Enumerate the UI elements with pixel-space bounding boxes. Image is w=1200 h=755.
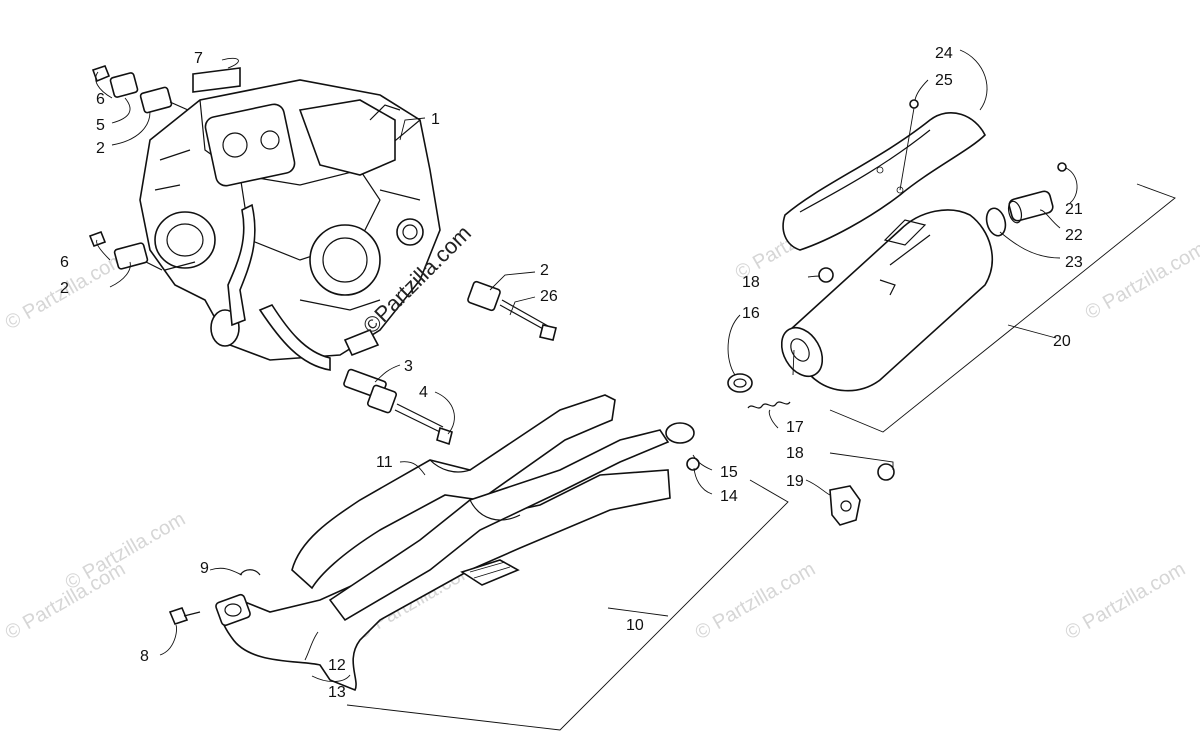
callout-1: 1 — [431, 111, 440, 128]
callout-4: 4 — [419, 384, 428, 401]
callout-7: 7 — [194, 50, 203, 67]
decal — [193, 68, 240, 92]
callout-6: 6 — [96, 91, 105, 108]
callout-16: 16 — [742, 305, 760, 322]
watermark-tile: © Partzilla.com — [1062, 558, 1190, 644]
watermark-tile: © Partzilla.com — [1082, 238, 1200, 324]
callout-2: 2 — [60, 280, 69, 297]
callout-8: 8 — [140, 648, 149, 665]
callout-18: 18 — [786, 445, 804, 462]
callout-25: 25 — [935, 72, 953, 89]
callout-21: 21 — [1065, 201, 1083, 218]
callout-17: 17 — [786, 419, 804, 436]
callout-15: 15 — [720, 464, 738, 481]
callout-23: 23 — [1065, 254, 1083, 271]
watermark-tile: © Partzilla.com — [692, 558, 820, 644]
callout-11: 11 — [376, 454, 393, 471]
callout-2: 2 — [96, 140, 105, 157]
callout-24: 24 — [935, 45, 953, 62]
callout-18: 18 — [742, 274, 760, 291]
callout-13: 13 — [328, 684, 346, 701]
callout-22: 22 — [1065, 227, 1083, 244]
mount-hardware-upper — [93, 66, 188, 113]
mount-hardware-bottom — [343, 369, 452, 444]
watermark-tile: © Partzilla.com — [62, 508, 190, 594]
callout-2: 2 — [540, 262, 549, 279]
engine-assembly — [140, 80, 440, 370]
callout-9: 9 — [200, 560, 209, 577]
callout-3: 3 — [404, 358, 413, 375]
callout-20: 20 — [1053, 333, 1071, 350]
muffler-assembly — [728, 100, 1066, 525]
callout-10: 10 — [626, 617, 644, 634]
callout-5: 5 — [96, 117, 105, 134]
callout-26: 26 — [540, 288, 558, 305]
callout-6: 6 — [60, 254, 69, 271]
exhaust-pipes — [170, 395, 699, 690]
callout-14: 14 — [720, 488, 738, 505]
callout-12: 12 — [328, 657, 346, 674]
callout-19: 19 — [786, 473, 804, 490]
